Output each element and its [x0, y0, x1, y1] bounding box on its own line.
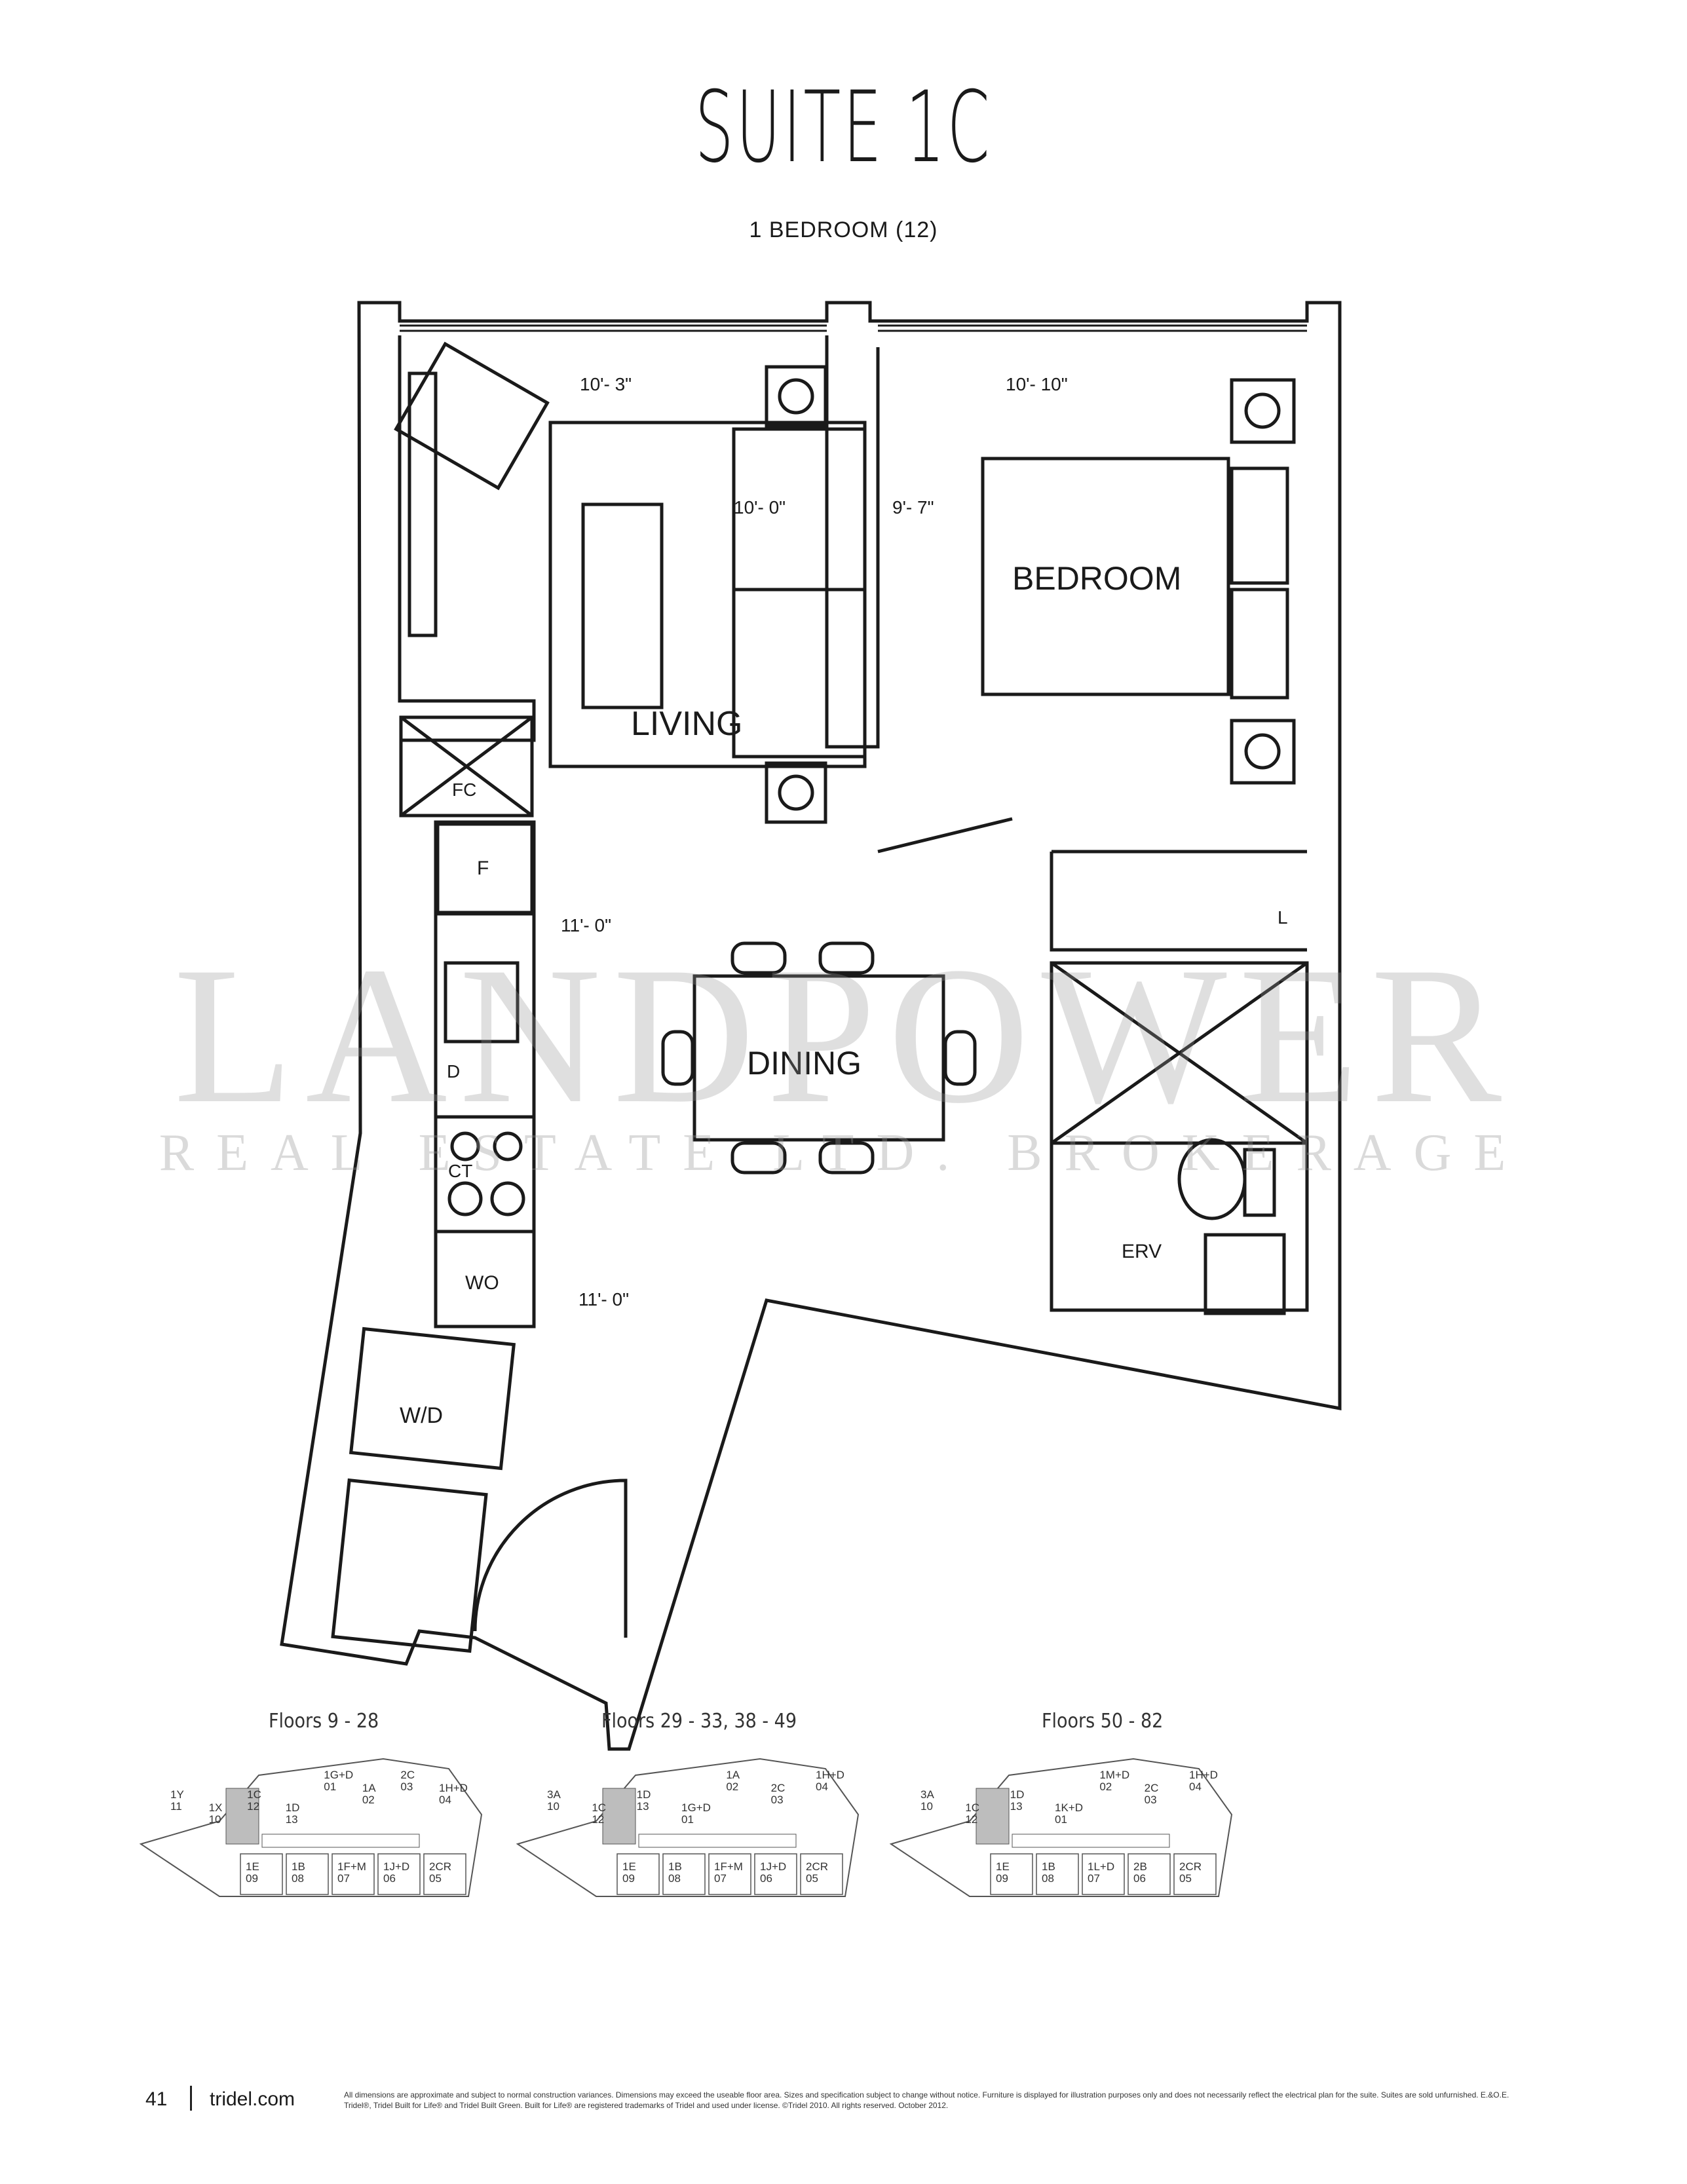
oven-label: WO	[465, 1272, 499, 1294]
fridge	[436, 822, 534, 914]
sofa	[732, 427, 867, 759]
dim-kitchen-a: 11'- 0"	[561, 915, 611, 935]
suite-outline	[280, 301, 1342, 1751]
cooktop-label: CT	[448, 1161, 472, 1181]
vanity	[1204, 1233, 1286, 1315]
suite-title: SUITE 1C	[694, 71, 993, 185]
dining-chairs	[661, 941, 977, 1175]
dim-bedroom-width: 10'- 10"	[1006, 374, 1068, 394]
footer-divider	[190, 2086, 192, 2111]
keyplan-highlight-suite	[602, 1788, 636, 1845]
tv	[408, 371, 438, 637]
bed	[981, 457, 1230, 696]
fc-label: FC	[452, 780, 476, 800]
coffee-table	[581, 502, 664, 709]
lamps	[765, 365, 1296, 824]
kitchen-counter	[434, 820, 536, 1328]
armchair	[394, 341, 550, 491]
dim-kitchen-b: 11'- 0"	[578, 1289, 629, 1309]
page-number: 41	[145, 2088, 168, 2110]
keyplan-highlight-suite	[976, 1788, 1010, 1845]
bedroom-lower-wall	[1050, 850, 1307, 952]
living-label: LIVING	[631, 705, 743, 743]
footer-disclaimer: All dimensions are approximate and subje…	[344, 2090, 1509, 2110]
dining-label: DINING	[747, 1045, 862, 1082]
bedroom-door	[877, 817, 1013, 854]
footer-site-link[interactable]: tridel.com	[210, 2088, 295, 2110]
washer-dryer	[349, 1327, 516, 1471]
dining-table	[692, 974, 945, 1142]
dim-living-depth: 10'- 0"	[734, 497, 786, 518]
washroom	[1050, 961, 1309, 1312]
fridge-label: F	[477, 857, 489, 879]
dim-living-side: 9'- 7"	[892, 497, 934, 518]
keyplan-caption-2: Floors 29 - 33, 38 - 49	[601, 1710, 797, 1733]
dim-living-width: 10'- 3"	[580, 374, 632, 394]
keyplan-caption-3: Floors 50 - 82	[1042, 1710, 1164, 1733]
living-inner-wall	[398, 335, 536, 742]
dishwasher-label: D	[447, 1061, 460, 1082]
linen-label: L	[1278, 907, 1288, 928]
entry-closet	[331, 1478, 488, 1653]
living-bedroom-wall	[825, 335, 880, 749]
erv-label: ERV	[1122, 1241, 1162, 1262]
sink	[444, 961, 520, 1044]
bedroom-label: BEDROOM	[1012, 560, 1181, 597]
entry-door	[473, 1478, 628, 1638]
watermark-logo: LANDPOWER	[173, 926, 1514, 1144]
washer-dryer-label: W/D	[400, 1403, 443, 1428]
watermark-tagline: REAL ESTATE LTD. BROKERAGE	[159, 1124, 1528, 1182]
keyplan-caption-1: Floors 9 - 28	[269, 1710, 379, 1733]
fc-closet	[399, 715, 534, 818]
keyplan-highlight-suite	[225, 1788, 259, 1845]
suite-subtitle: 1 BEDROOM (12)	[749, 217, 938, 242]
shower-x	[1050, 961, 1308, 1145]
